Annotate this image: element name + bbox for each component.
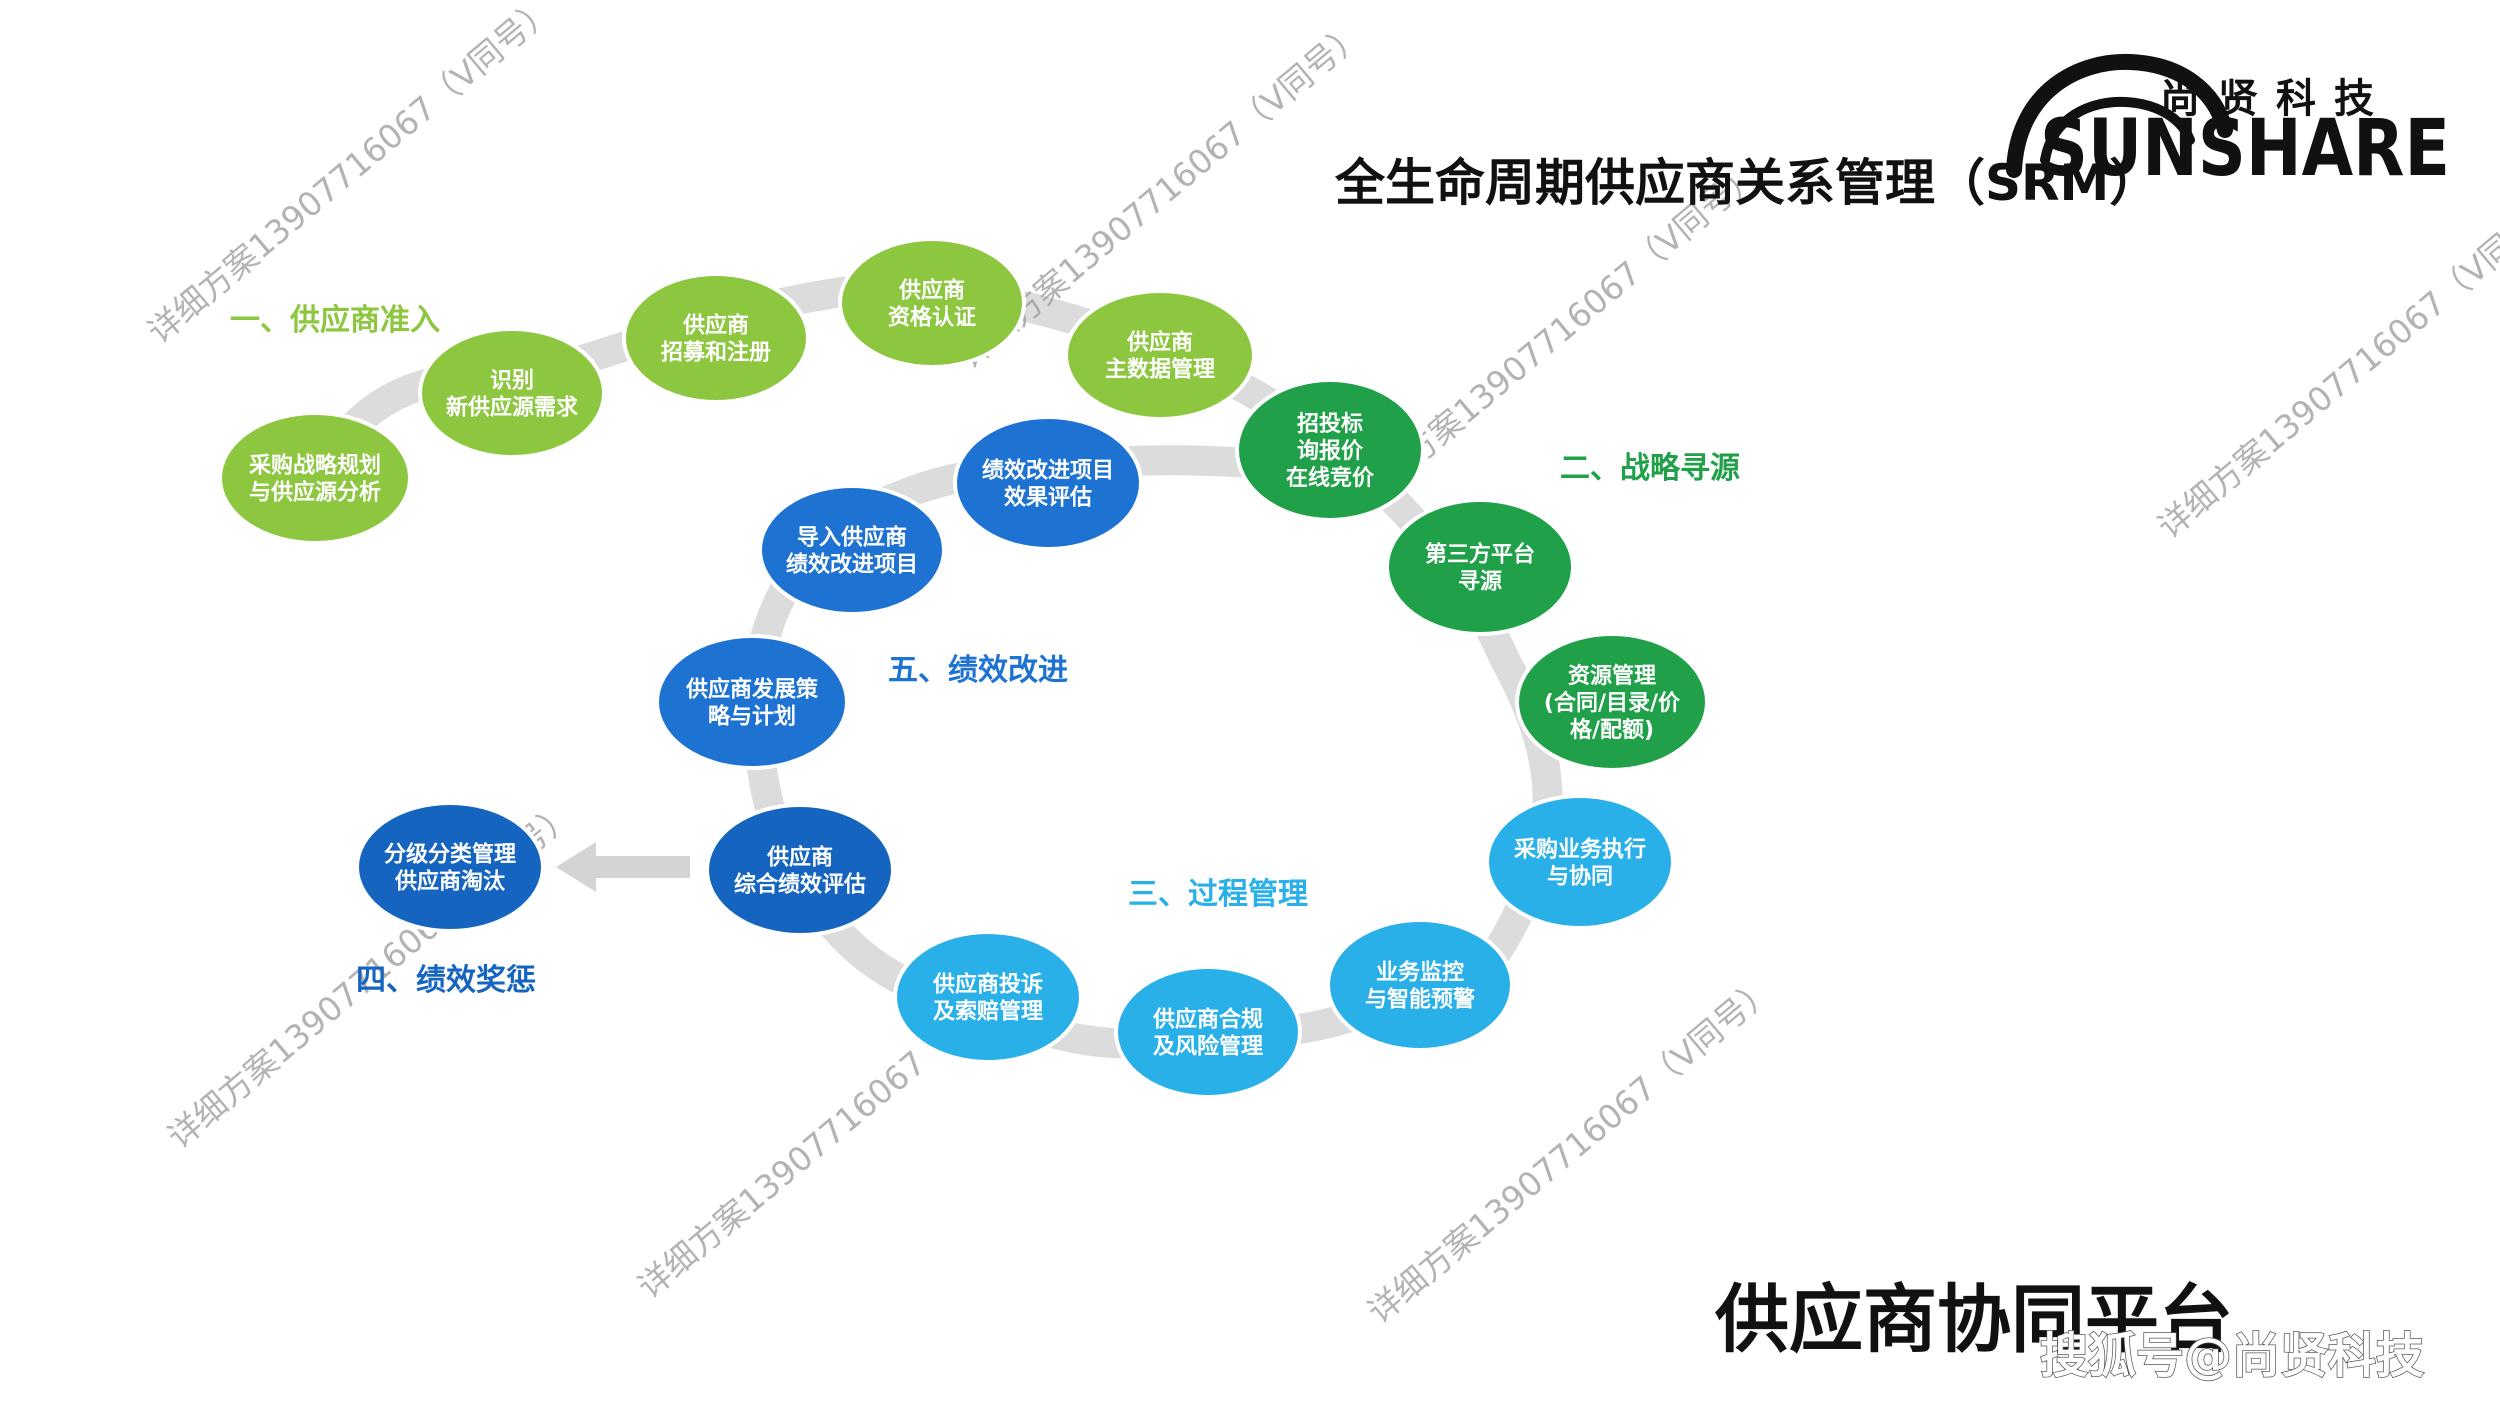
node-bubble [893, 930, 1083, 1064]
node-bubble [218, 411, 412, 545]
watermark: 详细方案13907716067（V同号） [140, 0, 562, 351]
node-label-line: 业务监控 [1376, 960, 1464, 986]
node-bubble [1385, 498, 1575, 636]
node-label-line: 询报价 [1297, 438, 1364, 464]
node-label-line: 采购业务执行 [1514, 837, 1646, 863]
page-title: 全生命周期供应商关系管理（SRM） [1334, 154, 2159, 212]
node-label-line: 采购战略规划 [249, 453, 381, 479]
node-label-line: (合同/目录/价 [1544, 690, 1681, 716]
stage-label-process-management: 三、过程管理 [1128, 877, 1308, 912]
node-bubble [1235, 378, 1425, 522]
node-label-line: 识别 [490, 369, 534, 394]
stage-label-strategic-sourcing: 二、战略寻源 [1560, 451, 1740, 486]
node-label-line: 绩效改进项目 [982, 458, 1114, 484]
node-label-line: 供应商发展策 [685, 677, 819, 703]
platform-title: 供应商协同平台 [1715, 1277, 2233, 1363]
node-label-line: 供应商 [898, 278, 965, 304]
node-label-line: 格/配额) [1570, 717, 1654, 743]
node-label-line: 及风险管理 [1153, 1034, 1263, 1060]
node-bubble [622, 272, 810, 404]
node-label-line: 综合绩效评估 [734, 872, 866, 898]
node-label-line: 供应商合规 [1152, 1007, 1263, 1033]
node-label-line: 略与计划 [708, 704, 796, 730]
node-label-line: 及索赔管理 [933, 999, 1043, 1025]
node-label-line: 分级分类管理 [384, 842, 516, 868]
node-bubble [1064, 289, 1256, 421]
sunshare-logo: 尚贤科技 SUNSHARE [2006, 53, 2450, 194]
node-bubble [1326, 918, 1514, 1052]
node-label-line: 招投标 [1297, 411, 1363, 437]
node-bubble [418, 327, 606, 459]
stage-label-performance-improvement: 五、绩效改进 [888, 653, 1068, 688]
watermark: 详细方案13907716067（V同号） [2150, 184, 2500, 547]
nodes-layer: 采购战略规划与供应源分析识别新供应源需求供应商招募和注册供应商资格认证供应商主数… [218, 237, 1709, 1099]
logo-arc-inner [2040, 96, 2195, 165]
node-label-line: 导入供应商 [797, 525, 907, 551]
node-bubble [1485, 794, 1675, 930]
node-label-line: 主数据管理 [1105, 357, 1215, 383]
node-bubble [355, 801, 545, 933]
node-bubble [705, 803, 895, 937]
node-label-line: 供应商投诉 [932, 972, 1043, 998]
node-label-line: 招募和注册 [661, 340, 771, 366]
node-label-line: 寻源 [1458, 570, 1502, 595]
logo-chinese-name: 尚贤科技 [2160, 76, 2392, 122]
node-bubble [758, 484, 946, 616]
arrow-to-elimination [556, 842, 690, 892]
stage-label-supplier-admission: 一、供应商准入 [230, 303, 440, 338]
node-label-line: 供应商 [682, 313, 749, 339]
node-label-line: 与协同 [1547, 865, 1613, 890]
node-label-line: 新供应源需求 [446, 395, 578, 421]
node-bubble [1114, 965, 1302, 1099]
node-label-line: 供应商 [766, 845, 833, 871]
node-label-line: 第三方平台 [1425, 542, 1535, 568]
node-label-line: 效果评估 [1004, 485, 1092, 511]
node-label-line: 资源管理 [1568, 663, 1656, 689]
track-bottom-band [785, 865, 1435, 1059]
stage-label-performance-reward: 四、绩效奖惩 [356, 963, 536, 998]
node-label-line: 供应商淘汰 [394, 869, 506, 895]
node-label-line: 在线竞价 [1286, 465, 1375, 491]
node-label-line: 绩效改进项目 [786, 552, 918, 578]
node-label-line: 资格认证 [888, 305, 976, 331]
node-label-line: 与智能预警 [1365, 987, 1475, 1013]
node-bubble [838, 237, 1026, 369]
process-node[interactable]: 资源管理(合同/目录/价格/配额) [1515, 632, 1709, 772]
logo-english-name: SUNSHARE [2040, 104, 2450, 194]
footer-source: 搜狐号@尚贤科技 [2040, 1328, 2424, 1384]
node-label-line: 与供应源分析 [249, 480, 381, 506]
logo-arc-outer [2006, 53, 2233, 178]
node-bubble [953, 415, 1143, 551]
node-bubble [655, 634, 849, 770]
node-label-line: 供应商 [1126, 330, 1193, 356]
node-bubble [1515, 632, 1709, 772]
